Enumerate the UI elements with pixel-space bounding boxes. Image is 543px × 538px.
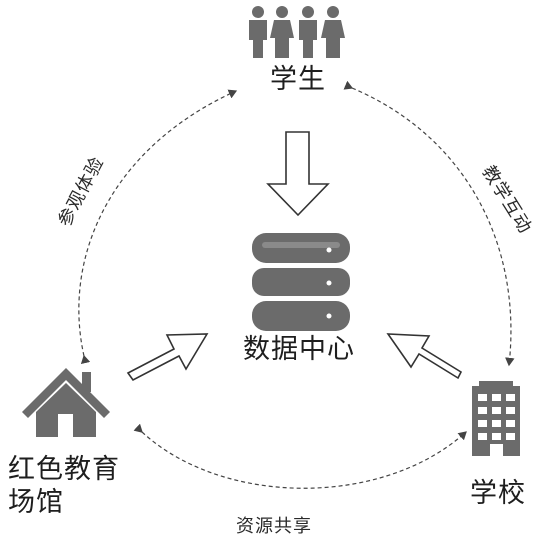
database-icon xyxy=(252,233,350,331)
flow-arrow-venue-to-center xyxy=(126,333,209,382)
dashed-arc-venue-students xyxy=(78,89,238,365)
flow-arrow-students-to-center xyxy=(266,131,330,217)
red-venue-label-line1: 红色教育 xyxy=(8,454,120,485)
dashed-arc-venue-school xyxy=(133,423,467,489)
people-group-icon xyxy=(249,6,345,58)
house-icon xyxy=(22,368,110,437)
building-icon xyxy=(472,381,520,456)
red-venue-label: 红色教育 场馆 xyxy=(8,454,120,520)
edge-label-venue-school: 资源共享 xyxy=(236,516,312,537)
flow-arrow-school-to-center xyxy=(386,333,463,380)
red-venue-label-line2: 场馆 xyxy=(8,486,64,518)
school-label: 学校 xyxy=(470,478,526,509)
data-center-label: 数据中心 xyxy=(243,334,355,365)
dashed-arc-students-school xyxy=(343,80,515,367)
students-label: 学生 xyxy=(270,64,326,95)
